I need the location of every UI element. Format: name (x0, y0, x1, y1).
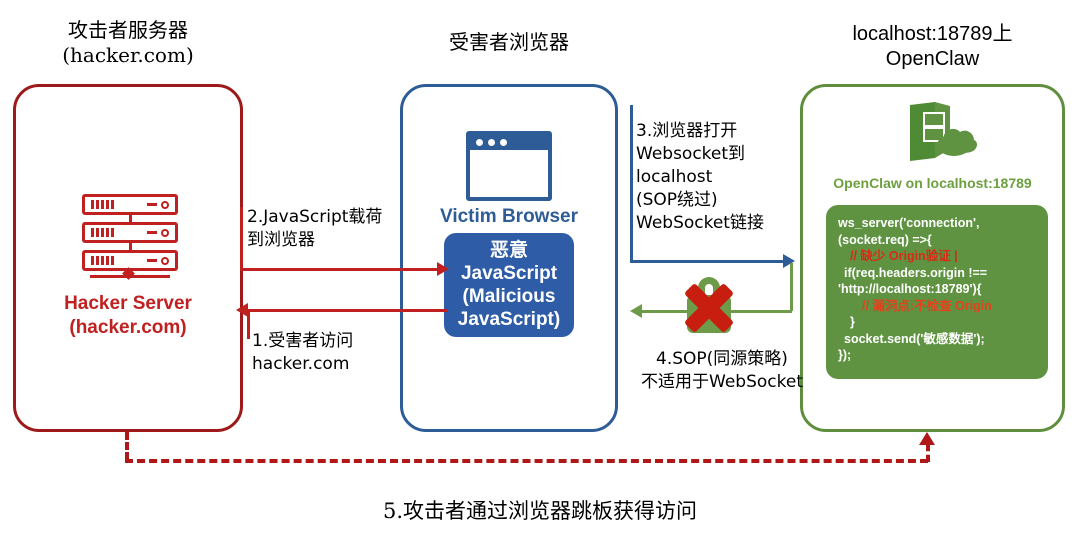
step-2-label: 2.JavaScript载荷 到浏览器 (247, 207, 383, 250)
step-1-label: 1.受害者访问 hacker.com (252, 331, 354, 374)
victim-panel-title: 受害者浏览器 (449, 30, 569, 54)
js-block-line-1: 恶意 (489, 239, 528, 261)
arrow-2-stub (240, 207, 243, 271)
arrow-3-line (630, 260, 790, 263)
dashed-path-right-stub (926, 444, 930, 462)
arrow-1-stub (247, 309, 250, 339)
server-panel: OpenClaw on localhost:18789 ws_server('c… (800, 84, 1065, 432)
dashed-path-left-stub (125, 432, 129, 460)
browser-window-icon (466, 131, 552, 201)
arrow-3-head (783, 254, 795, 268)
arrow-1-head (236, 303, 248, 317)
step-3-label: 3.浏览器打开 Websocket到 localhost (SOP绕过) Web… (636, 121, 764, 233)
arrow-3-stub (630, 105, 633, 262)
padlock-blocked-icon (681, 277, 737, 334)
arrow-2-head (437, 262, 449, 276)
js-block-line-2: JavaScript (460, 263, 558, 284)
dashed-path-horizontal (125, 459, 928, 463)
victim-panel: Victim Browser 恶意 JavaScript (Malicious … (400, 84, 618, 432)
code-comment-vuln-point: // 漏洞点:不检查 Origin (862, 298, 992, 313)
attacker-icon-caption: Hacker Server (hacker.com) (64, 293, 192, 338)
attacker-panel-title: 攻击者服务器 (hacker.com) (62, 18, 194, 67)
code-line-4: if(req.headers.origin !== (844, 265, 988, 280)
attacker-panel: Hacker Server (hacker.com) (13, 84, 243, 432)
code-line-9: }); (838, 348, 852, 362)
js-block-line-3: (Malicious (462, 286, 556, 307)
victim-icon-caption: Victim Browser (440, 206, 578, 227)
code-line-8: socket.send('敏感数据'); (844, 331, 985, 346)
server-panel-title: localhost:18789上 OpenClaw (852, 23, 1013, 70)
code-line-2: (socket.req) =>{ (838, 232, 932, 247)
code-line-7: } (850, 315, 855, 329)
code-comment-missing-origin: // 缺少 Origin验证 | (850, 249, 958, 263)
code-line-5: 'http://localhost:18789'){ (838, 282, 982, 296)
arrow-4-head (630, 304, 642, 318)
server-icon-caption: OpenClaw on localhost:18789 (833, 175, 1032, 191)
bottom-caption: 5.攻击者通过浏览器跳板获得访问 (382, 499, 698, 523)
dashed-path-arrowhead (919, 432, 935, 445)
openclaw-cloud-icon (892, 101, 978, 163)
code-line-1: ws_server('connection', (838, 216, 980, 230)
malicious-js-block: 恶意 JavaScript (Malicious JavaScript) (444, 233, 574, 337)
server-rack-icon (82, 194, 178, 280)
server-code-block: ws_server('connection', (socket.req) =>{… (826, 205, 1048, 379)
js-block-line-4: JavaScript) (457, 309, 561, 330)
arrow-2-line (240, 268, 445, 271)
step-4-label: 4.SOP(同源策略) 不适用于WebSocket (641, 349, 803, 392)
arrow-4-stub (790, 263, 793, 311)
arrow-1-line (248, 309, 448, 312)
